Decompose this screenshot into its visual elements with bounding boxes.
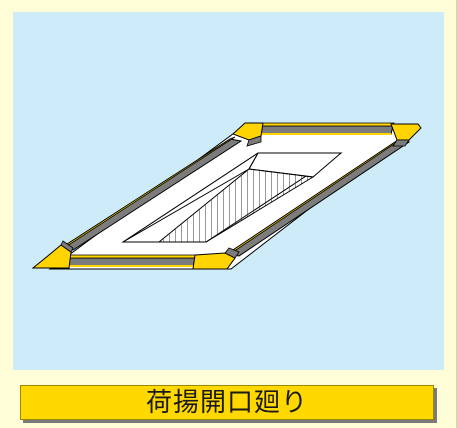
floor-opening-illustration [31,122,422,270]
edge-guard-rail-icon [258,122,395,135]
corner-guard-icon [232,122,264,147]
caption-bar: 荷揚開口廻り [20,385,434,420]
illustration-panel [13,12,444,370]
corner-guard-icon [390,123,422,147]
edge-guard-rail-icon [66,254,199,267]
hatched-opening-icon [157,168,315,243]
opening [121,152,343,243]
caption-text: 荷揚開口廻り [145,387,308,418]
corner-guard-icon [31,240,74,269]
corner-guard-icon [192,247,240,270]
